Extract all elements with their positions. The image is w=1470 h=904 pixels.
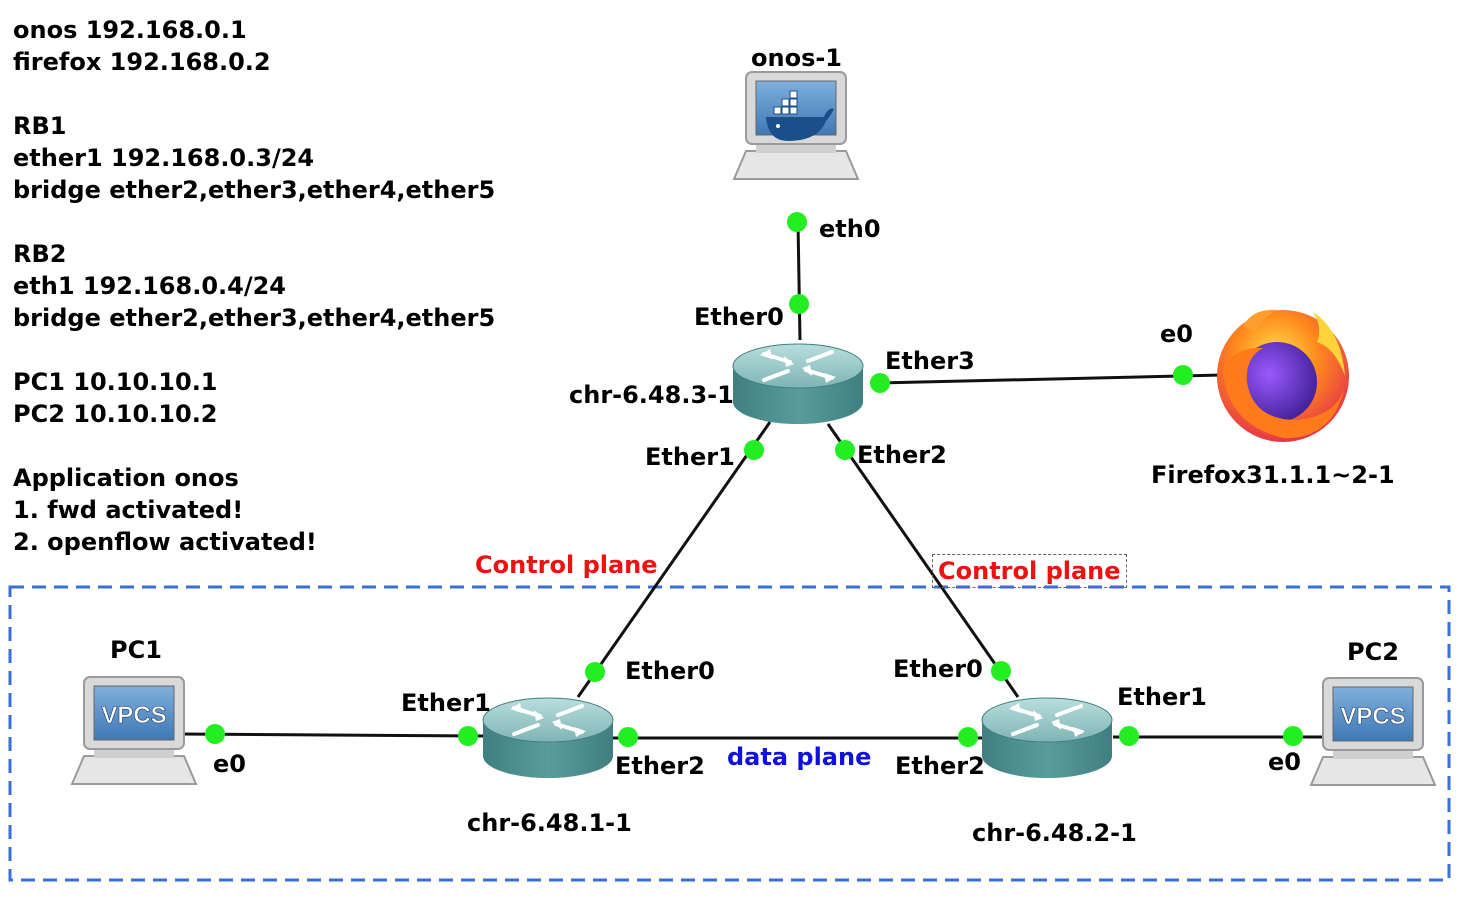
port-label-onos-eth0: eth0 xyxy=(819,215,881,243)
port-dot-onos-eth0 xyxy=(787,212,807,232)
port-label-pc1-e0: e0 xyxy=(213,750,246,778)
data-plane-region-border xyxy=(8,585,1451,882)
port-dot-left-ether2 xyxy=(618,727,638,747)
note-line: bridge ether2,ether3,ether4,ether5 xyxy=(13,304,496,332)
node-label-onos: onos-1 xyxy=(751,44,843,72)
port-dot-left-ether0 xyxy=(585,662,605,682)
port-dot-top-ether3 xyxy=(870,373,890,393)
port-dot-firefox-e0 xyxy=(1173,365,1193,385)
port-label-right-ether0: Ether0 xyxy=(893,655,983,683)
port-dot-left-ether1 xyxy=(458,726,478,746)
port-label-pc2-e0: e0 xyxy=(1268,748,1301,776)
link-onos-router-top xyxy=(796,221,802,341)
vpcs-computer-icon[interactable]: VPCS xyxy=(71,676,197,785)
port-label-left-ether0: Ether0 xyxy=(625,657,715,685)
links xyxy=(179,221,1325,740)
port-label-left-ether1: Ether1 xyxy=(401,689,491,717)
port-dot-pc1-e0 xyxy=(205,724,225,744)
port-label-top-ether1: Ether1 xyxy=(645,443,735,471)
node-label-router-right: chr-6.48.2-1 xyxy=(972,819,1137,847)
port-label-left-ether2: Ether2 xyxy=(615,752,705,780)
node-label-pc1: PC1 xyxy=(110,636,162,664)
data-plane-label: data plane xyxy=(727,743,872,771)
note-line: RB1 xyxy=(13,112,67,140)
router-icon[interactable] xyxy=(980,696,1114,780)
node-label-router-left: chr-6.48.1-1 xyxy=(467,809,632,837)
port-dot-top-ether0 xyxy=(789,294,809,314)
note-line xyxy=(13,334,495,366)
link-pc1-router-left xyxy=(179,732,486,738)
note-line: bridge ether2,ether3,ether4,ether5 xyxy=(13,176,496,204)
note-line: onos 192.168.0.1 xyxy=(13,16,247,44)
port-dots xyxy=(205,212,1303,747)
note-line: RB2 xyxy=(13,240,67,268)
port-dot-pc2-e0 xyxy=(1283,726,1303,746)
control-plane-label-right: Control plane xyxy=(932,554,1127,588)
config-notes: onos 192.168.0.1 firefox 192.168.0.2 RB1… xyxy=(13,14,495,558)
port-label-firefox-e0: e0 xyxy=(1160,320,1193,348)
port-label-top-ether0: Ether0 xyxy=(694,303,784,331)
note-line xyxy=(13,206,495,238)
port-dot-right-ether0 xyxy=(991,661,1011,681)
vpcs-computer-icon[interactable]: VPCS xyxy=(1310,677,1436,786)
note-line: PC2 10.10.10.2 xyxy=(13,400,218,428)
port-dot-right-ether2 xyxy=(958,727,978,747)
firefox-icon[interactable] xyxy=(1217,309,1349,442)
control-plane-label-left: Control plane xyxy=(475,551,658,579)
link-router-top-router-right xyxy=(826,423,1020,698)
note-line: Application onos xyxy=(13,464,239,492)
port-dot-top-ether2 xyxy=(835,440,855,460)
router-icon[interactable] xyxy=(731,342,865,426)
link-router-top-firefox xyxy=(879,373,1223,385)
node-label-firefox: Firefox31.1.1~2-1 xyxy=(1151,461,1395,489)
note-line: ether1 192.168.0.3/24 xyxy=(13,144,315,172)
node-label-router-top: chr-6.48.3-1 xyxy=(569,381,734,409)
port-label-top-ether3: Ether3 xyxy=(885,347,975,375)
note-line: eth1 192.168.0.4/24 xyxy=(13,272,286,300)
port-label-right-ether2: Ether2 xyxy=(895,752,985,780)
port-label-top-ether2: Ether2 xyxy=(857,441,947,469)
note-line: PC1 10.10.10.1 xyxy=(13,368,218,396)
port-dot-right-ether1 xyxy=(1119,726,1139,746)
node-label-pc2: PC2 xyxy=(1347,638,1399,666)
pc2-screen-label: VPCS xyxy=(1340,703,1405,730)
router-icon[interactable] xyxy=(481,696,615,780)
link-router-top-router-left xyxy=(576,421,772,698)
port-label-right-ether1: Ether1 xyxy=(1117,683,1207,711)
pc1-screen-label: VPCS xyxy=(101,702,166,729)
note-line xyxy=(13,430,495,462)
docker-workstation-icon[interactable] xyxy=(733,71,859,180)
port-dot-top-ether1 xyxy=(744,440,764,460)
note-line: 2. openflow activated! xyxy=(13,528,317,556)
note-line: firefox 192.168.0.2 xyxy=(13,48,271,76)
note-line: 1. fwd activated! xyxy=(13,496,244,524)
note-line xyxy=(13,78,495,110)
